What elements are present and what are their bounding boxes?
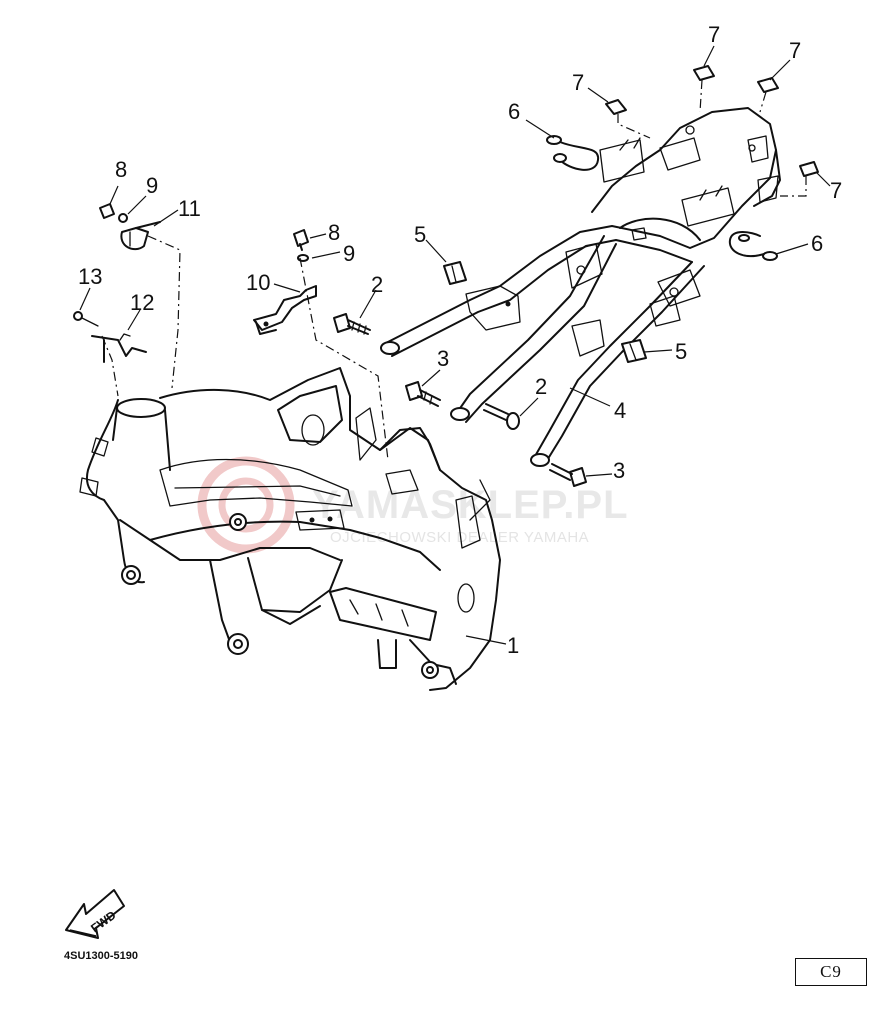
- grommet-5-left: [443, 261, 467, 285]
- callout-11: 11: [178, 196, 201, 221]
- callout-8-center: 8: [328, 220, 340, 245]
- callout-1: 1: [507, 633, 519, 658]
- page-reference: C9: [795, 958, 867, 986]
- cable-guide-12: [91, 333, 147, 363]
- callouts: 1 2 2 3 3 4 5 5 6 6 7 7 7 7 8 8 9 9 10 1…: [78, 22, 842, 658]
- install-lines: [101, 79, 807, 461]
- callout-4: 4: [614, 398, 626, 423]
- cable-6-upper: [546, 135, 600, 171]
- clamp-11-group: [99, 203, 161, 251]
- bolt-2-lower: [483, 403, 520, 430]
- callout-2-upper: 2: [371, 272, 383, 297]
- callout-10: 10: [246, 270, 270, 295]
- callout-7-d: 7: [830, 178, 842, 203]
- grommet-5-right: [621, 339, 647, 363]
- forward-arrow-icon: FWD: [65, 889, 125, 939]
- callout-7-a: 7: [572, 70, 584, 95]
- callout-9-center: 9: [343, 241, 355, 266]
- callout-7-c: 7: [789, 38, 801, 63]
- callout-9-left: 9: [146, 173, 158, 198]
- watermark: YAMASKLEP.PL OJCIECHOWSKI DEALER YAMAHA: [197, 456, 628, 554]
- bracket-10: [253, 285, 317, 335]
- bolt-8-9-center: [293, 229, 309, 262]
- callout-6-lower: 6: [811, 231, 823, 256]
- bolt-3-lower: [549, 463, 587, 487]
- callout-3-upper: 3: [437, 346, 449, 371]
- callout-8-left: 8: [115, 157, 127, 182]
- callout-2-lower: 2: [535, 374, 547, 399]
- callout-7-b: 7: [708, 22, 720, 47]
- clip-7-c: [757, 77, 779, 93]
- bolt-2-upper: [333, 313, 371, 335]
- screw-13: [73, 311, 99, 327]
- callout-13: 13: [78, 264, 102, 289]
- callout-5-right: 5: [675, 339, 687, 364]
- clip-7-b: [693, 65, 715, 81]
- callout-6-upper: 6: [508, 99, 520, 124]
- main-frame: [79, 367, 501, 691]
- bolt-3-upper: [405, 381, 441, 407]
- small-parts: [73, 65, 819, 487]
- clip-7-a: [605, 99, 627, 115]
- drawing-code: 4SU1300-5190: [64, 950, 139, 962]
- rear-subframe: [380, 107, 781, 467]
- cable-6-lower: [728, 231, 778, 261]
- callout-5-left: 5: [414, 222, 426, 247]
- callout-3-lower: 3: [613, 458, 625, 483]
- callout-12: 12: [130, 290, 154, 315]
- clip-7-d: [799, 161, 819, 177]
- leader-lines: [79, 45, 831, 645]
- watermark-subtitle: OJCIECHOWSKI DEALER YAMAHA: [330, 529, 589, 546]
